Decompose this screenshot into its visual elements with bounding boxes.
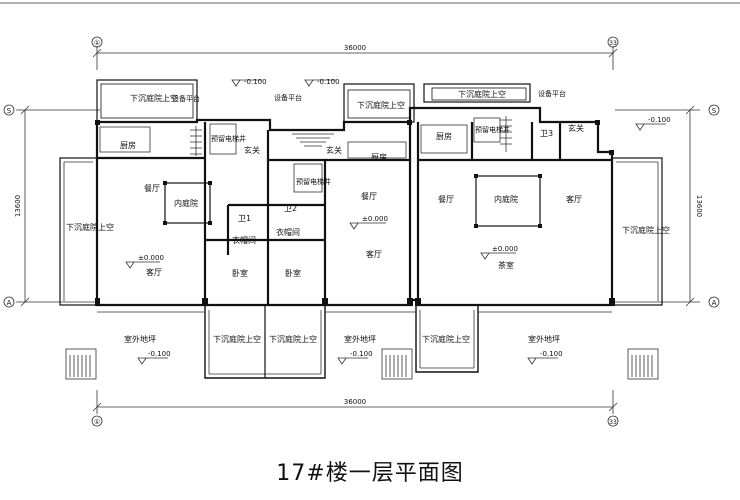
axis-left-top-label: S [7,107,12,115]
label-sunken-top-right: 下沉庭院上空 [458,89,506,99]
axis-circle-left-bottom [3,296,15,308]
axis-circle-top-left [91,36,103,48]
label-sunken-bottom-3: 下沉庭院上空 [422,334,470,344]
axis-circle-bottom-right [607,415,619,427]
level-markers [125,79,666,365]
label-living-1: 客厅 [146,267,162,277]
axis-top-left-label: ① [94,39,100,47]
axis-right-bottom-label: A [712,299,717,307]
label-elevator-1: 预留电梯井 [211,134,246,143]
label-sunken-right-side: 下沉庭院上空 [622,225,670,235]
depth-left-label: 13600 [14,195,22,217]
label-outdoor-1: 室外地坪 [124,334,156,344]
structural-columns [95,120,615,306]
label-wc-1: 卫1 [238,214,251,223]
stair-mid [292,133,334,147]
label-elevator-3: 预留电梯井 [475,125,510,134]
level-top-1: -0.100 [244,78,267,86]
left-dimension: 13600 [14,105,100,307]
label-outdoor-3: 室外地坪 [528,334,560,344]
stair-left [190,126,202,156]
axis-left-bottom-label: A [7,299,12,307]
label-equip-right: 设备平台 [538,89,566,98]
plan-caption: 17#楼一层平面图 [276,461,464,486]
axis-circle-bottom-left [91,415,103,427]
label-closet-1: 衣帽间 [232,235,256,245]
label-living-3: 客厅 [566,194,582,204]
label-kitchen-2: 厨房 [371,152,387,162]
label-courtyard-1: 内庭院 [174,198,198,208]
label-living-2: 客厅 [366,249,382,259]
axis-bottom-right-label: 33 [609,419,617,426]
label-wc-2: 卫2 [284,204,297,213]
axis-circle-right-top [708,104,720,116]
width-bottom-label: 36000 [344,398,366,406]
label-outdoor-2: 室外地坪 [344,334,376,344]
label-wc-3: 卫3 [540,129,553,138]
label-sunken-bottom-1: 下沉庭院上空 [213,334,261,344]
label-foyer-1: 玄关 [244,145,260,155]
axis-right-top-label: S [712,107,717,115]
level-top-2: -0.100 [317,78,340,86]
right-dimension: 13600 [615,105,703,307]
exterior-grates [65,348,659,380]
label-tea-room: 茶室 [498,260,514,270]
label-equip-left: 设备平台 [172,94,200,103]
level-floor-2: ±0.000 [362,215,388,223]
label-equip-mid: 设备平台 [274,93,302,102]
label-courtyard-3: 内庭院 [494,194,518,204]
label-dining-1: 餐厅 [144,184,160,193]
depth-right-label: 13600 [695,195,703,217]
label-bedroom-2: 卧室 [285,268,301,278]
label-sunken-left-side: 下沉庭院上空 [66,222,114,232]
label-foyer-2: 玄关 [326,145,342,155]
level-floor-3: ±0.000 [492,245,518,253]
axis-circle-left-top [3,104,15,116]
level-out-1: -0.100 [148,350,171,358]
stair-right [500,116,512,152]
level-floor-1: ±0.000 [138,254,164,262]
width-top-label: 36000 [344,44,366,52]
axis-circle-top-right [607,36,619,48]
label-sunken-bottom-2: 下沉庭院上空 [269,334,317,344]
level-out-2: -0.100 [350,350,373,358]
top-dimension: 36000 [92,44,618,70]
label-foyer-3: 玄关 [568,123,584,133]
axis-circle-right-bottom [708,296,720,308]
label-sunken-top-mid: 下沉庭院上空 [357,100,405,110]
label-bedroom-1: 卧室 [232,268,248,278]
axis-top-right-label: 33 [609,40,617,47]
building-walls [59,79,663,379]
label-elevator-2: 预留电梯井 [296,177,331,186]
level-out-3: -0.100 [540,350,563,358]
label-closet-2: 衣帽间 [276,227,300,237]
axis-bottom-left-label: ① [94,418,100,426]
label-dining-3: 餐厅 [438,195,454,204]
label-kitchen-3: 厨房 [436,131,452,141]
level-top-right: -0.100 [648,116,671,124]
bottom-dimension: 36000 [92,390,618,414]
label-sunken-top-left: 下沉庭院上空 [130,93,178,103]
label-dining-2: 餐厅 [361,192,377,201]
label-kitchen-1: 厨房 [120,140,136,150]
